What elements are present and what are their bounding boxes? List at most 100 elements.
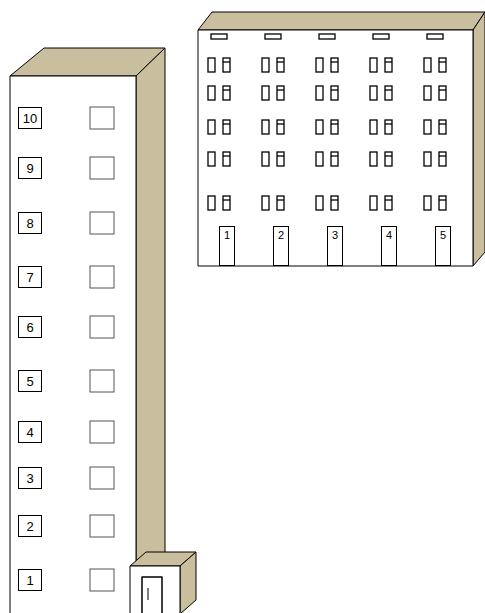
door-number: 5 <box>440 230 446 241</box>
floor-label: 8 <box>26 217 33 230</box>
window <box>370 58 377 72</box>
floor-window <box>90 157 114 179</box>
window <box>424 120 431 134</box>
floor-window <box>90 370 114 392</box>
window-transom <box>385 89 392 90</box>
window <box>223 58 230 72</box>
wide-building-front <box>198 30 473 266</box>
floor-number: 9 <box>18 157 42 179</box>
door-number: 2 <box>278 230 284 241</box>
floor-number: 1 <box>18 569 42 591</box>
window <box>331 152 338 166</box>
door-handle <box>148 588 149 600</box>
floor-number: 3 <box>18 467 42 489</box>
floor-window <box>90 515 114 537</box>
window <box>331 196 338 210</box>
floor-label: 9 <box>26 162 33 175</box>
tall-building-side <box>136 48 165 612</box>
window-transom <box>223 199 230 200</box>
floor-number: 4 <box>18 421 42 443</box>
window <box>223 152 230 166</box>
window <box>370 120 377 134</box>
floor-label: 10 <box>23 112 37 125</box>
window-transom <box>277 155 284 156</box>
window-transom <box>223 89 230 90</box>
entrance-door: 1 <box>219 226 235 266</box>
entrance-door: 3 <box>327 226 343 266</box>
floor-number: 6 <box>18 316 42 338</box>
window <box>316 152 323 166</box>
floor-label: 5 <box>26 375 33 388</box>
window <box>331 86 338 100</box>
attic-slit <box>211 34 227 39</box>
floor-label: 1 <box>26 574 33 587</box>
wide-building-side <box>473 12 485 266</box>
window <box>316 58 323 72</box>
entrance-door: 2 <box>273 226 289 266</box>
window <box>277 58 284 72</box>
floor-window <box>90 421 114 443</box>
window <box>370 86 377 100</box>
floor-label: 4 <box>26 426 33 439</box>
window-transom <box>277 123 284 124</box>
floor-label: 6 <box>26 321 33 334</box>
attic-slit <box>319 34 335 39</box>
window <box>262 120 269 134</box>
window <box>385 86 392 100</box>
window <box>424 58 431 72</box>
window <box>262 152 269 166</box>
window <box>439 120 446 134</box>
floor-label: 3 <box>26 472 33 485</box>
window-transom <box>385 61 392 62</box>
window <box>223 196 230 210</box>
window-transom <box>385 155 392 156</box>
window <box>208 120 215 134</box>
porch-door <box>142 577 162 613</box>
window-transom <box>439 155 446 156</box>
window-transom <box>277 89 284 90</box>
window <box>262 86 269 100</box>
window-transom <box>331 61 338 62</box>
door-number: 4 <box>386 230 392 241</box>
window-transom <box>277 199 284 200</box>
window <box>424 152 431 166</box>
floor-number: 10 <box>18 107 42 129</box>
window <box>385 58 392 72</box>
window-transom <box>223 61 230 62</box>
window <box>331 58 338 72</box>
window <box>439 86 446 100</box>
window-transom <box>439 89 446 90</box>
window <box>262 58 269 72</box>
window <box>424 86 431 100</box>
window <box>277 152 284 166</box>
window <box>277 196 284 210</box>
floor-window <box>90 467 114 489</box>
window-transom <box>331 155 338 156</box>
window-transom <box>223 155 230 156</box>
window <box>277 86 284 100</box>
floor-label: 7 <box>26 271 33 284</box>
window-transom <box>439 199 446 200</box>
attic-slit <box>373 34 389 39</box>
floor-window <box>90 107 114 129</box>
window <box>439 58 446 72</box>
window <box>208 86 215 100</box>
wide-building-roof <box>198 12 485 30</box>
door-number: 1 <box>224 230 230 241</box>
window <box>439 152 446 166</box>
door-number: 3 <box>332 230 338 241</box>
window <box>316 120 323 134</box>
attic-slit <box>427 34 443 39</box>
window <box>208 196 215 210</box>
window-transom <box>385 199 392 200</box>
floor-number: 7 <box>18 266 42 288</box>
window-transom <box>439 123 446 124</box>
window <box>208 152 215 166</box>
window <box>316 196 323 210</box>
floor-number: 8 <box>18 212 42 234</box>
porch-front <box>130 566 180 613</box>
window-transom <box>439 61 446 62</box>
window <box>385 152 392 166</box>
